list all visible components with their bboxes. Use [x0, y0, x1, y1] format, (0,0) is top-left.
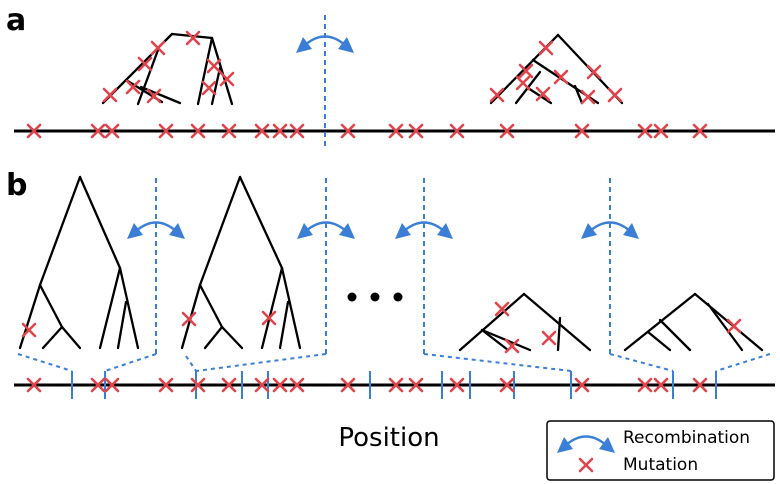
axis-label-position: Position — [338, 423, 439, 453]
mutation-icon — [515, 75, 531, 91]
mutation-icon — [261, 310, 277, 326]
mutation-icon — [190, 377, 206, 393]
mutation-icon — [158, 377, 174, 393]
tree-b-3 — [458, 292, 592, 352]
mutation-icon — [692, 377, 708, 393]
mutation-icon — [146, 88, 162, 104]
mutation-icon — [553, 69, 569, 85]
legend: Recombination Mutation — [546, 420, 775, 481]
legend-mutation-label: Mutation — [623, 455, 698, 475]
mutation-icon — [726, 318, 742, 334]
mutation-icon — [637, 123, 653, 139]
mutation-icon — [538, 40, 554, 56]
mutation-icon — [272, 377, 288, 393]
breakpoint-ticks — [71, 371, 717, 399]
mutation-legend-icon — [578, 457, 594, 473]
tree-b-1 — [18, 175, 140, 350]
mutation-icon — [449, 377, 465, 393]
mutation-icon — [408, 123, 424, 139]
mutation-icon — [125, 79, 141, 95]
mutation-icon — [518, 63, 534, 79]
mutation-icon — [504, 338, 520, 354]
mutation-icon — [574, 123, 590, 139]
mutation-icon — [21, 322, 37, 338]
mutation-icon — [90, 123, 106, 139]
mutation-icon — [340, 123, 356, 139]
mutations-b-trees — [21, 301, 742, 354]
mutation-icon — [653, 123, 669, 139]
mutation-icon — [289, 377, 305, 393]
mutation-icon — [388, 123, 404, 139]
genome-mutations-b — [26, 377, 708, 393]
mutation-icon — [574, 377, 590, 393]
mutation-icon — [26, 377, 42, 393]
mutation-icon — [185, 30, 201, 46]
mutation-icon — [692, 123, 708, 139]
mutation-icon — [499, 123, 515, 139]
mutation-icon — [489, 87, 505, 103]
mutation-icon — [586, 64, 602, 80]
mutation-icon — [580, 89, 596, 105]
legend-recombination-label: Recombination — [623, 428, 750, 448]
tree-b-2 — [180, 175, 302, 350]
mutation-icon — [541, 330, 557, 346]
recombination-lines-b — [155, 178, 611, 354]
mutation-icon — [201, 80, 217, 96]
mutation-icon — [499, 377, 515, 393]
mutation-icon — [449, 123, 465, 139]
mutation-icon — [190, 123, 206, 139]
mutation-icon — [158, 123, 174, 139]
mutation-icon — [104, 377, 120, 393]
genome-mutations-a — [26, 123, 708, 139]
mutation-icon — [637, 377, 653, 393]
mutation-icon — [272, 123, 288, 139]
tree-a-right — [489, 33, 624, 105]
tree-b-4 — [623, 292, 764, 352]
panel-label-b: b — [6, 168, 27, 203]
mutation-icon — [137, 56, 153, 72]
mutation-icon — [90, 377, 106, 393]
mutation-icon — [102, 87, 118, 103]
mutations-a — [102, 30, 623, 105]
mutation-icon — [340, 377, 356, 393]
ellipsis-icon — [347, 292, 403, 302]
span-connectors — [17, 353, 771, 372]
mutation-icon — [181, 311, 197, 327]
mutation-icon — [535, 86, 551, 102]
mutation-icon — [206, 58, 222, 74]
mutation-icon — [221, 123, 237, 139]
mutation-icon — [607, 87, 623, 103]
mutation-icon — [254, 377, 270, 393]
mutation-icon — [26, 123, 42, 139]
mutation-icon — [104, 123, 120, 139]
mutation-icon — [289, 123, 305, 139]
mutation-icon — [221, 377, 237, 393]
mutation-icon — [494, 301, 510, 317]
mutation-icon — [254, 123, 270, 139]
mutation-icon — [150, 40, 166, 56]
mutation-icon — [408, 377, 424, 393]
panel-label-a: a — [6, 3, 26, 38]
mutation-icon — [653, 377, 669, 393]
mutation-icon — [388, 377, 404, 393]
mutation-icon — [219, 71, 235, 87]
